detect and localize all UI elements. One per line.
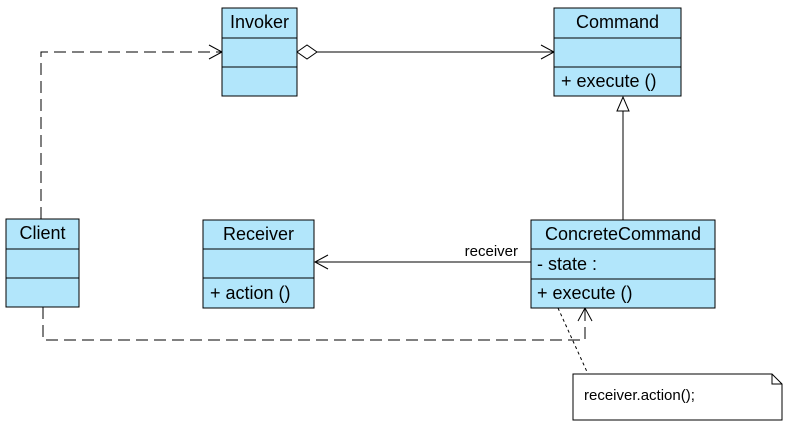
invoker-command-aggregation — [296, 44, 556, 60]
note-anchor-line — [557, 307, 589, 375]
class-command-name: Command — [576, 12, 659, 32]
class-receiver-name: Receiver — [223, 224, 294, 244]
class-concretecommand-name: ConcreteCommand — [545, 224, 701, 244]
class-concretecommand-operation: + execute () — [537, 283, 633, 303]
aggregation-diamond — [296, 44, 318, 60]
class-invoker-name: Invoker — [230, 12, 289, 32]
client-invoker-dependency — [40, 44, 224, 219]
note-text: receiver.action(); — [584, 387, 695, 404]
receiver-role-label: receiver — [465, 243, 518, 260]
class-concretecommand[interactable]: ConcreteCommand - state : + execute () — [530, 219, 716, 309]
class-concretecommand-attribute: - state : — [537, 254, 597, 274]
concretecommand-receiver-association: receiver — [313, 243, 531, 270]
class-receiver-operation: + action () — [210, 283, 291, 303]
class-client-name: Client — [19, 223, 65, 243]
generalization-triangle — [616, 95, 630, 112]
concretecommand-command-generalization — [616, 95, 630, 220]
note[interactable]: receiver.action(); — [572, 373, 783, 421]
client-concretecommand-dependency — [42, 306, 593, 341]
class-client[interactable]: Client — [5, 218, 80, 308]
class-invoker[interactable]: Invoker — [221, 7, 298, 97]
class-receiver[interactable]: Receiver + action () — [202, 219, 315, 309]
class-command[interactable]: Command + execute () — [553, 7, 682, 97]
class-command-operation: + execute () — [561, 71, 657, 91]
